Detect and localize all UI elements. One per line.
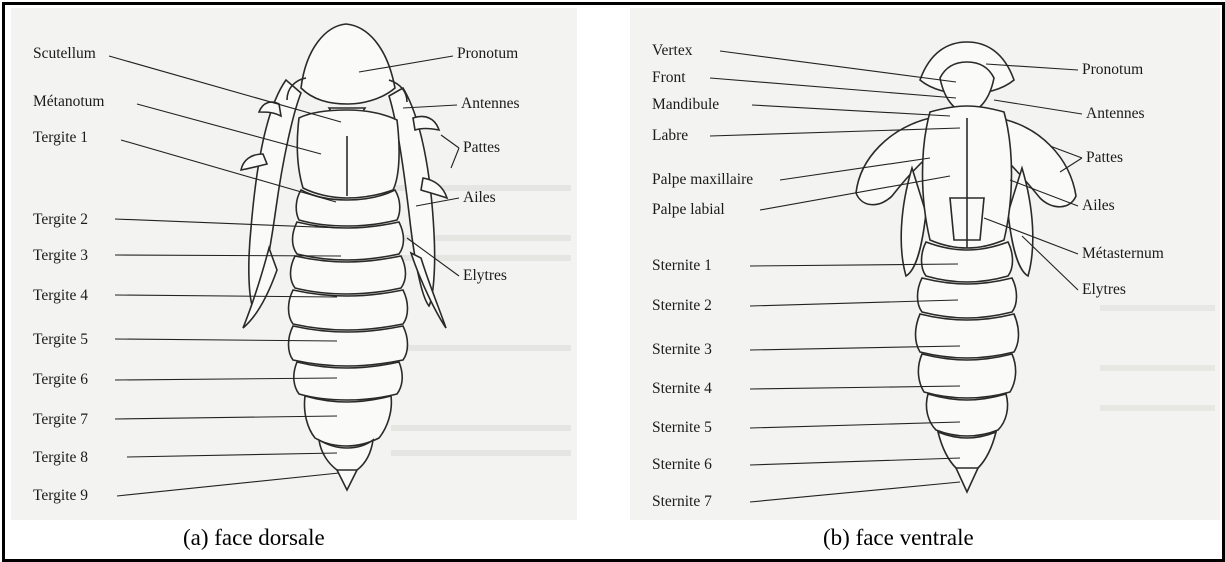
label-antennes: Antennes [461, 95, 520, 112]
label-tergite-2: Tergite 2 [33, 211, 88, 228]
caption-ventral: (b) face ventrale [823, 525, 974, 551]
label-sternite-1: Sternite 1 [652, 257, 712, 274]
label-ailes: Ailes [463, 189, 496, 206]
label-sternite-3: Sternite 3 [652, 341, 712, 358]
head-v [940, 62, 994, 112]
labels-right-b: Pronotum Antennes Pattes Ailes Métastern… [1082, 61, 1164, 298]
sternite-5 [926, 394, 1007, 436]
sternite-3 [916, 314, 1019, 358]
label-pronotum: Pronotum [457, 45, 518, 62]
label-metanotum: Métanotum [33, 93, 104, 110]
label-sternite-7: Sternite 7 [652, 493, 712, 510]
leg-right-1 [413, 117, 439, 131]
label-sternite-4: Sternite 4 [652, 380, 712, 397]
pronotum [301, 24, 395, 104]
metanotum [297, 110, 399, 198]
label-palpe-labial: Palpe labial [652, 201, 725, 218]
tergite-2 [293, 222, 404, 260]
sternite-7 [956, 468, 978, 492]
leader-lines-b [710, 51, 1082, 502]
tergite-9 [337, 470, 357, 490]
caption-dorsal: (a) face dorsale [183, 525, 325, 551]
label-metasternum: Métasternum [1082, 245, 1164, 262]
sternite-2 [918, 278, 1017, 318]
label-mandibule: Mandibule [652, 96, 719, 113]
insect-dorsal [241, 24, 447, 490]
dorsal-illustration: Scutellum Métanotum Tergite 1 Tergite 2 … [11, 8, 577, 520]
label-ailes-v: Ailes [1082, 197, 1115, 214]
label-antennes-v: Antennes [1086, 105, 1145, 122]
sternite-4 [918, 354, 1015, 398]
label-palpe-maxillaire: Palpe maxillaire [652, 171, 753, 188]
label-elytres: Elytres [463, 267, 507, 284]
label-tergite-3: Tergite 3 [33, 247, 88, 264]
panel-dorsal: Scutellum Métanotum Tergite 1 Tergite 2 … [11, 8, 577, 520]
labels-left-b: Vertex Front Mandibule Labre Palpe maxil… [652, 42, 753, 510]
tergite-4 [289, 290, 408, 330]
background-page-text [1100, 308, 1215, 408]
label-labre: Labre [652, 127, 688, 144]
label-pattes-v: Pattes [1086, 149, 1123, 166]
label-sternite-5: Sternite 5 [652, 419, 712, 436]
tergite-3 [291, 256, 406, 294]
panel-ventral: Vertex Front Mandibule Labre Palpe maxil… [630, 8, 1220, 520]
label-tergite-8: Tergite 8 [33, 449, 88, 466]
label-tergite-4: Tergite 4 [33, 287, 88, 304]
label-sternite-6: Sternite 6 [652, 456, 712, 473]
label-front: Front [652, 69, 686, 86]
ventral-illustration: Vertex Front Mandibule Labre Palpe maxil… [630, 8, 1220, 520]
sternite-6 [938, 432, 996, 470]
tergite-5 [289, 326, 408, 366]
tergite-6 [294, 362, 402, 400]
label-pronotum-v: Pronotum [1082, 61, 1143, 78]
labels-left-a: Scutellum Métanotum Tergite 1 Tergite 2 … [33, 45, 104, 504]
labels-right-a: Pronotum Antennes Pattes Ailes Elytres [457, 45, 520, 284]
label-scutellum: Scutellum [33, 45, 96, 62]
label-pattes: Pattes [463, 139, 500, 156]
label-tergite-7: Tergite 7 [33, 411, 88, 428]
label-tergite-1: Tergite 1 [33, 129, 88, 146]
label-vertex: Vertex [652, 42, 693, 59]
label-tergite-5: Tergite 5 [33, 331, 88, 348]
label-tergite-9: Tergite 9 [33, 487, 88, 504]
label-sternite-2: Sternite 2 [652, 297, 712, 314]
label-elytres-v: Elytres [1082, 281, 1126, 298]
label-tergite-6: Tergite 6 [33, 371, 88, 388]
tergite-7 [304, 396, 391, 446]
